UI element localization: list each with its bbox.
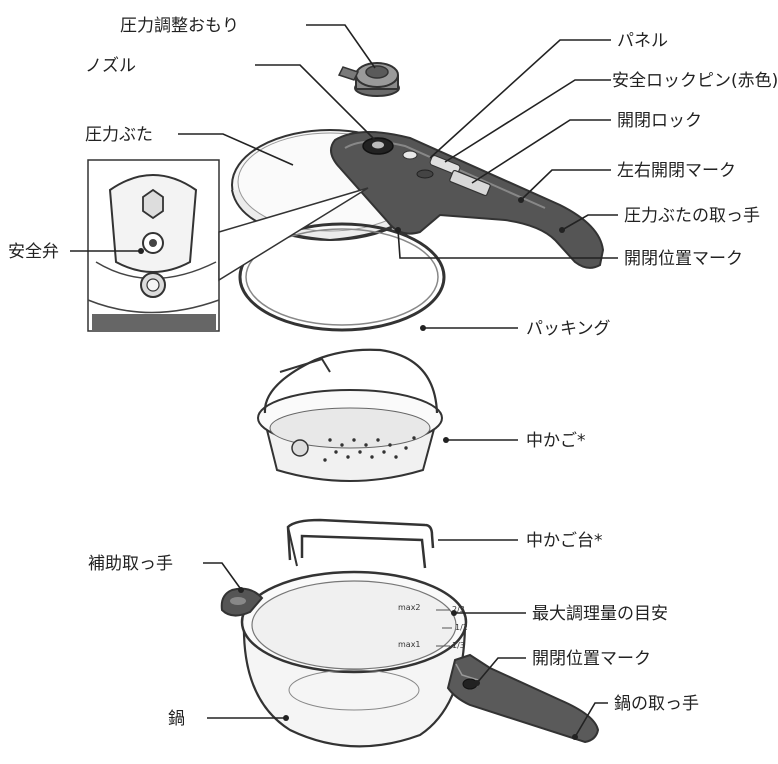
label-aux-handle: 補助取っ手 (88, 554, 173, 574)
pressure-weight-illustration (337, 62, 400, 97)
label-packing: パッキング (526, 319, 611, 339)
basket-illustration (257, 348, 443, 482)
pot-illustration: max2 2/3 1/2 max1 1/3 (220, 570, 600, 748)
label-basket: 中かご* (526, 431, 586, 451)
label-pot: 鍋 (168, 709, 185, 729)
label-weight: 圧力調整おもり (120, 16, 239, 36)
pot-mark-one-third: 1/3 (452, 641, 465, 650)
label-lid: 圧力ぶた (85, 125, 153, 145)
label-lid-handle: 圧力ぶたの取っ手 (624, 206, 760, 226)
label-basket-stand: 中かご台* (526, 531, 603, 551)
label-nozzle: ノズル (85, 56, 136, 76)
pot-mark-half: 1/2 (455, 623, 468, 632)
label-lock-pin: 安全ロックピン(赤色) (612, 71, 778, 91)
pot-mark-two-thirds: 2/3 (452, 605, 465, 614)
pot-mark-max2: max2 (398, 603, 421, 612)
pot-mark-max1: max1 (398, 640, 421, 649)
label-open-pos-mark-lid: 開閉位置マーク (624, 249, 743, 269)
labels: 圧力調整おもり ノズル 圧力ぶた 安全弁 パネル 安全ロックピン(赤色) 開閉ロ… (8, 16, 778, 729)
label-max-mark: 最大調理量の目安 (532, 604, 668, 624)
label-open-pos-mark-pot: 開閉位置マーク (532, 649, 651, 669)
lid-handle-illustration (330, 130, 605, 269)
label-safety-valve: 安全弁 (8, 242, 59, 262)
label-open-close-lock: 開閉ロック (617, 111, 702, 131)
label-lr-mark: 左右開閉マーク (617, 161, 736, 181)
packing-illustration (238, 222, 446, 332)
safety-valve-inset (87, 159, 369, 332)
label-panel: パネル (617, 31, 668, 51)
label-pot-handle: 鍋の取っ手 (614, 694, 699, 714)
leader-lines (70, 24, 618, 740)
basket-stand-illustration (286, 518, 435, 569)
